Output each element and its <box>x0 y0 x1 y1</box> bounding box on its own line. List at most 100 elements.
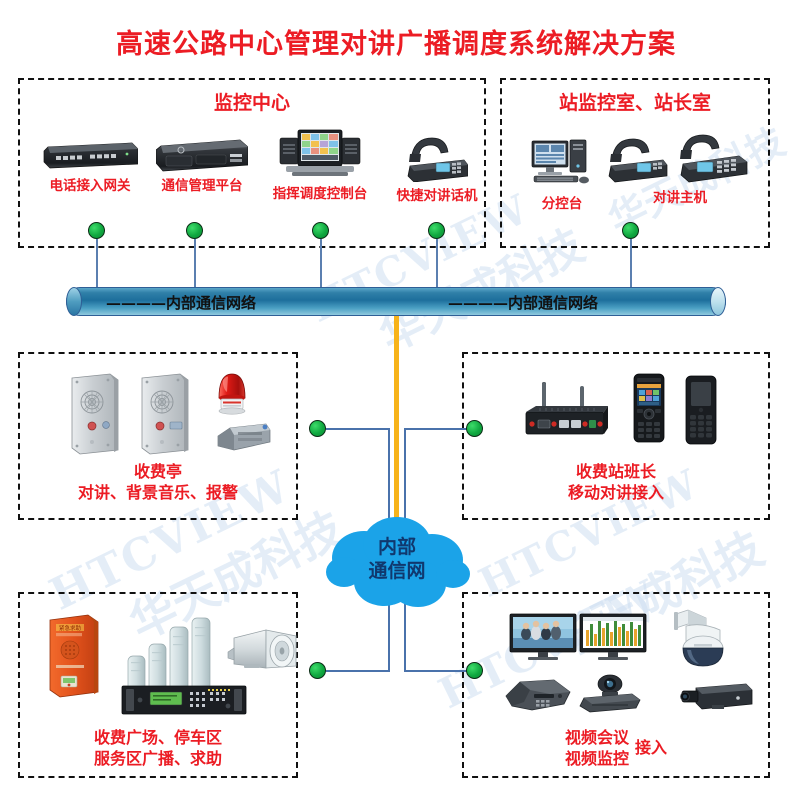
cloud-label-line: 通信网 <box>368 559 426 582</box>
caption-line: 收费广场、停车区 <box>93 728 222 747</box>
link-node-station-room[interactable] <box>622 222 639 239</box>
link-node-gateway[interactable] <box>88 222 105 239</box>
device-intercom-panel-1 <box>70 372 122 456</box>
link-line-console <box>319 239 322 289</box>
panel-broadcast-area <box>18 592 298 778</box>
caption-line: 收费站班长 <box>575 462 656 481</box>
link-node-video-access[interactable] <box>466 662 483 679</box>
link-line-toll-booth-h <box>326 427 390 430</box>
device-conference-phone <box>502 678 571 711</box>
device-rugged-handset-1 <box>632 372 666 444</box>
horn-driver-icon <box>216 420 272 454</box>
video-codec-icon <box>578 672 641 713</box>
device-video-codec <box>578 672 641 713</box>
device-telephone-gateway: 电话接入网关 <box>30 140 150 195</box>
link-node-platform[interactable] <box>186 222 203 239</box>
network-bar-right-cap <box>710 287 726 316</box>
link-line-video-h <box>404 669 468 672</box>
device-column-speakers <box>126 614 212 700</box>
network-label-left: ————内部通信网络 <box>106 294 257 312</box>
column-speaker-icon <box>126 614 212 700</box>
desktop-pc-icon <box>526 136 598 186</box>
cloud-label: 内部 通信网 <box>322 536 472 584</box>
device-horn-speaker <box>226 626 300 678</box>
device-communication-platform: 通信管理平台 <box>143 138 261 195</box>
cloud-label-line: 内部 <box>377 536 416 558</box>
device-emergency-call-box: 紧急求助 <box>46 612 104 698</box>
device-dispatch-console: 指挥调度控制台 <box>255 128 385 203</box>
amplifier-rack-icon <box>120 684 247 715</box>
internal-communication-cloud: 内部 通信网 <box>322 512 472 617</box>
gateway-icon <box>42 140 139 170</box>
caption-line: 收费亭 <box>133 462 182 481</box>
caption-video-access: 视频会议 视频监控 接入 <box>462 728 770 770</box>
dispatch-console-icon <box>278 128 362 180</box>
caption-broadcast-area: 收费广场、停车区 服务区广播、求助 <box>18 728 298 770</box>
panel-monitoring-center: 监控中心 <box>18 78 486 248</box>
conference-phone-icon <box>502 678 571 711</box>
link-line-platform <box>193 239 196 289</box>
panel-station-room: 站监控室、站长室 <box>500 78 770 248</box>
link-node-console[interactable] <box>312 222 329 239</box>
server-icon <box>155 138 249 172</box>
intercom-panel-icon <box>70 372 122 456</box>
network-bar-body <box>66 287 726 316</box>
page-title: 高速公路中心管理对讲广播调度系统解决方案 <box>116 29 676 60</box>
link-line-toll-supervisor-v <box>404 427 406 548</box>
device-monitor-pair <box>508 612 648 660</box>
monitor-pair-icon <box>508 612 648 660</box>
link-line-gateway <box>95 239 98 289</box>
device-label: 电话接入网关 <box>49 178 131 194</box>
rugged-handset-icon <box>632 372 666 444</box>
caption-line: 移动对讲接入 <box>567 482 664 502</box>
horn-speaker-icon <box>226 626 300 678</box>
panel-video-access <box>462 592 770 778</box>
link-node-toll-supervisor[interactable] <box>466 420 483 437</box>
device-rugged-handset-2 <box>684 374 718 446</box>
panel-title-station-room: 站监控室、站长室 <box>558 92 711 114</box>
caption-toll-supervisor: 收费站班长 移动对讲接入 <box>462 462 770 504</box>
link-line-broadcast-h <box>326 669 390 672</box>
device-amplifier-rack <box>120 684 247 715</box>
link-node-quick-phone[interactable] <box>428 222 445 239</box>
link-line-toll-booth-v <box>388 427 390 548</box>
device-box-camera <box>678 680 753 710</box>
intercom-host-icon <box>605 132 755 186</box>
svg-text:紧急求助: 紧急求助 <box>59 624 82 632</box>
caption-line: 对讲、背景音乐、报警 <box>77 482 238 502</box>
link-line-video-v <box>404 598 406 670</box>
link-line-broadcast-v <box>388 592 390 670</box>
rugged-handset-icon <box>684 374 718 446</box>
device-alarm-beacon <box>212 368 252 424</box>
intercom-panel-icon <box>140 372 192 456</box>
panel-title-monitoring-center: 监控中心 <box>213 92 290 114</box>
emergency-call-box-icon: 紧急求助 <box>46 612 104 698</box>
device-intercom-host: 对讲主机 <box>600 132 760 207</box>
caption-toll-booth: 收费亭 对讲、背景音乐、报警 <box>18 462 298 504</box>
link-node-broadcast-area[interactable] <box>309 662 326 679</box>
device-label: 快捷对讲话机 <box>396 188 478 204</box>
caption-suffix: 接入 <box>635 738 668 758</box>
link-line-toll-supervisor-h <box>404 427 468 430</box>
caption-line: 服务区广播、求助 <box>93 748 222 768</box>
device-wireless-router <box>520 378 612 440</box>
device-quick-intercom-phone: 快捷对讲话机 <box>382 132 492 205</box>
panel-toll-booth <box>18 352 298 520</box>
link-line-station-room <box>629 239 632 289</box>
alarm-beacon-icon <box>212 368 252 424</box>
link-node-toll-booth[interactable] <box>309 420 326 437</box>
box-camera-icon <box>678 680 753 710</box>
device-intercom-panel-2 <box>140 372 192 456</box>
device-label: 通信管理平台 <box>161 178 243 194</box>
network-label-right: ————内部通信网络 <box>448 294 599 312</box>
cloud-shape <box>326 517 470 607</box>
link-line-quick-phone <box>435 239 438 289</box>
caption-line: 视频会议 <box>564 728 629 747</box>
device-ptz-dome-camera <box>672 608 732 670</box>
trunk-line-to-cloud <box>394 314 399 536</box>
device-label: 分控台 <box>541 196 583 212</box>
network-bar-left-cap <box>66 287 82 316</box>
device-sub-console: 分控台 <box>512 136 612 213</box>
ip-phone-icon <box>406 132 469 183</box>
